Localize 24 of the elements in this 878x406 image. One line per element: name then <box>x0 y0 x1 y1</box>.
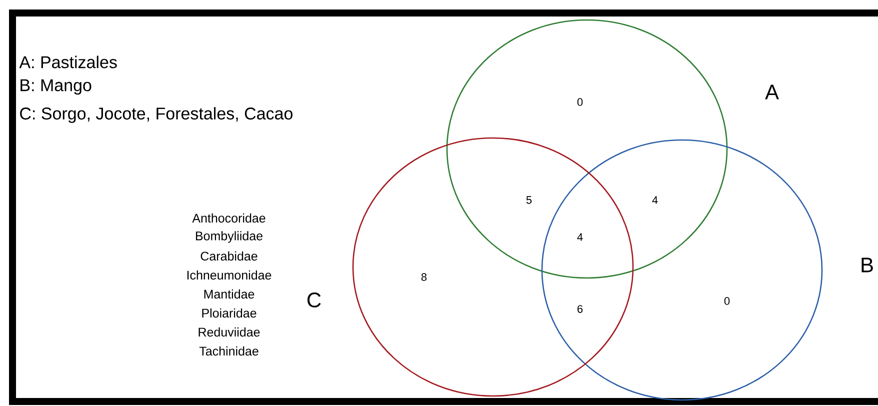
region-count: 4 <box>652 196 658 204</box>
family-name: Ploiaridae <box>202 308 256 318</box>
family-name: Tachinidae <box>199 346 258 356</box>
region-count: 0 <box>577 98 583 106</box>
set-ellipse <box>541 139 823 401</box>
set-letter: B <box>862 258 873 272</box>
region-count: 8 <box>421 273 427 281</box>
set-ellipse <box>446 19 728 279</box>
family-name: Reduviidae <box>198 327 260 337</box>
legend-text: C: Sorgo, Jocote, Forestales, Cacao <box>20 107 292 123</box>
family-name: Ichneumonidae <box>187 270 272 280</box>
set-ellipse <box>352 137 634 397</box>
family-name: Anthocoridae <box>192 213 266 223</box>
set-letter: C <box>308 292 321 308</box>
region-count: 5 <box>526 196 532 204</box>
region-count: 4 <box>577 233 583 241</box>
family-name: Bombyliidae <box>196 231 262 243</box>
region-count: 6 <box>578 305 583 313</box>
legend-text: B: Mango <box>20 79 92 95</box>
set-letter: A <box>765 84 779 100</box>
family-name: Mantidae <box>204 289 254 299</box>
region-count: 0 <box>724 297 730 305</box>
family-name: Carabidae <box>200 251 258 261</box>
legend-text: A: Pastizales <box>19 56 117 68</box>
